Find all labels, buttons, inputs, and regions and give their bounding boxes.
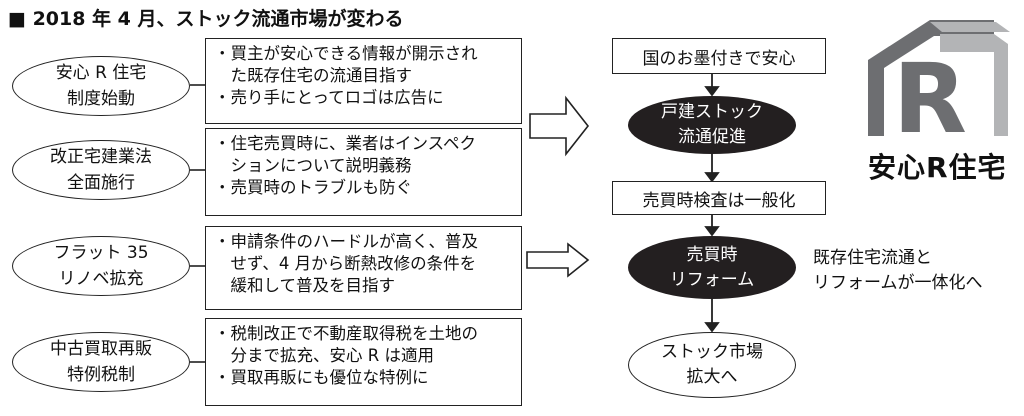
flow-box-inspection: 売買時検査は一般化	[612, 181, 826, 215]
bullet-item: ・ 税制改正で不動産取得税を土地の 分まで拡充、安心 R は適用	[214, 323, 515, 367]
page-title: ■ 2018 年 4 月、ストック流通市場が変わる	[8, 8, 404, 30]
policy-description: ・ 税制改正で不動産取得税を土地の 分まで拡充、安心 R は適用 ・ 買取再販に…	[205, 318, 522, 406]
arrow-head	[704, 172, 720, 183]
flow-node-market-expansion: ストック市場 拡大へ	[628, 332, 796, 398]
bullet-item: ・ 買主が安心できる情報が開示され た既存住宅の流通目指す	[214, 43, 515, 87]
policy-oval: フラット 35 リノベ拡充	[12, 236, 190, 296]
bullet-item: ・ 住宅売買時に、業者はインスペク ションについて説明義務	[214, 133, 515, 177]
policy-name-line: 特例税制	[67, 365, 135, 385]
policy-description: ・ 申請条件のハードルが高く、普及 せず、4 月から断熱改修の条件を 緩和して普…	[205, 226, 522, 310]
policy-name-line: 安心 R 住宅	[55, 63, 147, 83]
bullet-text: 売り手にとってロゴは広告に	[230, 88, 444, 107]
policy-description: ・ 住宅売買時に、業者はインスペク ションについて説明義務 ・ 売買時のトラブル…	[205, 128, 522, 216]
side-note: 既存住宅流通と リフォームが一体化へ	[813, 248, 983, 293]
policy-name-line: フラット 35	[53, 243, 149, 263]
bullet-text: 申請条件のハードルが高く、普及 せず、4 月から断熱改修の条件を 緩和して普及を…	[230, 232, 479, 295]
flow-node-sale-reform: 売買時 リフォーム	[628, 236, 796, 299]
flow-box-certified: 国のお墨付きで安心	[612, 38, 826, 74]
bullet-item: ・ 売り手にとってロゴは広告に	[214, 87, 515, 109]
arrow-head	[704, 322, 720, 333]
logo-house-icon: R	[868, 20, 1010, 155]
policy-name-line: 改正宅建業法	[50, 147, 152, 167]
bullet-item: ・ 買取再販にも優位な特例に	[214, 367, 515, 389]
arrow-head	[704, 226, 720, 237]
bullet-text: 買取再販にも優位な特例に	[230, 368, 429, 387]
policy-name-line: リノベ拡充	[58, 269, 144, 289]
bullet-text: 住宅売買時に、業者はインスペク ションについて説明義務	[230, 134, 477, 175]
hollow-arrow-bottom	[526, 242, 590, 278]
logo-text: 安心R住宅	[868, 151, 1007, 184]
policy-description: ・ 買主が安心できる情報が開示され た既存住宅の流通目指す ・ 売り手にとってロ…	[205, 38, 522, 124]
policy-oval: 安心 R 住宅 制度始動	[12, 56, 190, 116]
policy-oval: 改正宅建業法 全面施行	[12, 140, 190, 200]
hollow-arrow-top	[529, 95, 590, 157]
bullet-item: ・ 売買時のトラブルも防ぐ	[214, 177, 515, 199]
bullet-text: 税制改正で不動産取得税を土地の 分まで拡充、安心 R は適用	[230, 324, 479, 365]
logo-letter: R	[893, 43, 967, 155]
bullet-text: 売買時のトラブルも防ぐ	[230, 178, 413, 197]
policy-name-line: 中古買取再販	[50, 339, 152, 359]
arrow-head	[704, 86, 720, 97]
bullet-item: ・ 申請条件のハードルが高く、普及 せず、4 月から断熱改修の条件を 緩和して普…	[214, 231, 515, 297]
flow-node-stock-promotion: 戸建ストック 流通促進	[628, 96, 796, 154]
policy-oval: 中古買取再販 特例税制	[12, 332, 190, 392]
policy-name-line: 全面施行	[67, 173, 135, 193]
policy-name-line: 制度始動	[67, 89, 135, 109]
bullet-text: 買主が安心できる情報が開示され た既存住宅の流通目指す	[230, 44, 478, 85]
